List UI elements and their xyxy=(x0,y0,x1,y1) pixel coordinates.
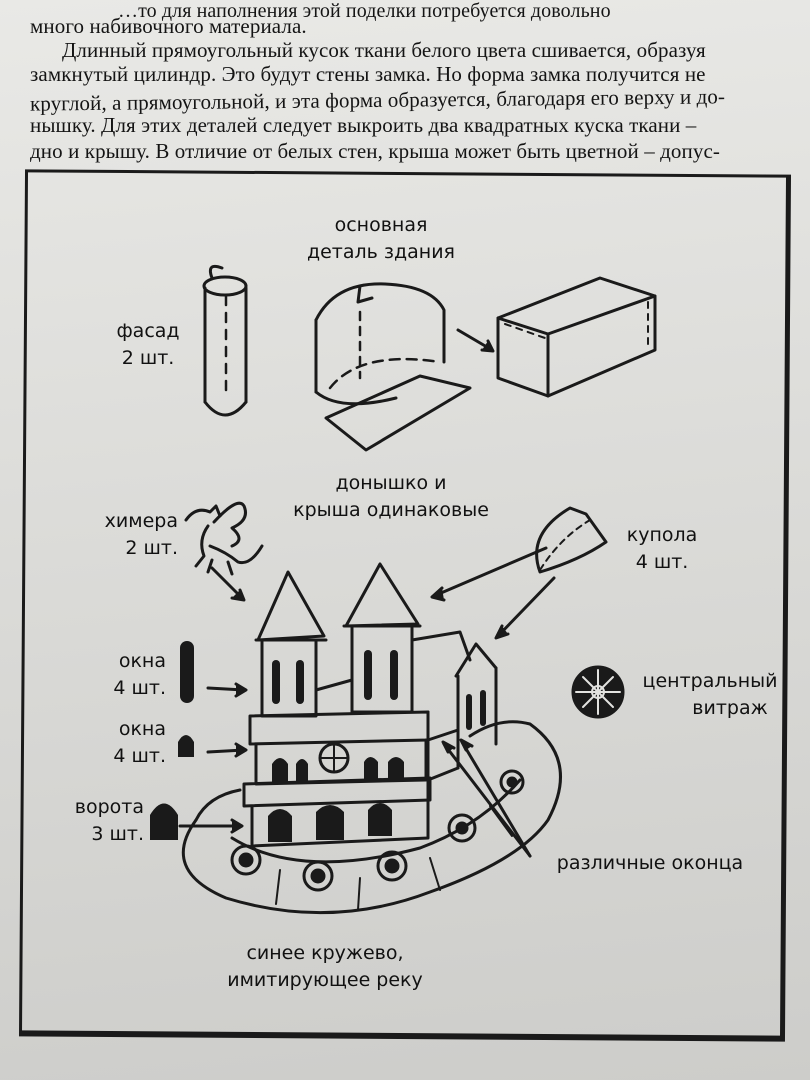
label-main-part-line1: основная xyxy=(334,214,428,236)
label-main-part-line2: деталь здания xyxy=(306,241,455,263)
lace-river-drawing xyxy=(181,720,562,915)
castle-drawing xyxy=(242,562,498,848)
label-chimera: химера 2 шт. xyxy=(70,508,178,562)
label-windows-1: окна 4 шт. xyxy=(92,648,166,702)
label-chimera-line1: химера xyxy=(104,510,178,532)
label-domes-line1: купола xyxy=(626,524,698,546)
short-window-shape xyxy=(178,735,194,757)
block-drawing xyxy=(496,276,657,398)
label-bottom-roof-line1: донышко и xyxy=(335,472,447,494)
label-windows-1-line1: окна xyxy=(118,650,166,672)
label-lace-line1: синее кружево, xyxy=(246,942,404,964)
label-lace-line2: имитирующее реку xyxy=(227,969,423,991)
label-main-part: основная деталь здания xyxy=(306,212,456,266)
label-windows-2: окна 4 шт. xyxy=(92,716,166,770)
label-gates-line1: ворота xyxy=(74,796,144,818)
central-rose-window-drawing xyxy=(571,665,625,719)
label-gates: ворота 3 шт. xyxy=(52,794,144,848)
label-gates-line2: 3 шт. xyxy=(91,823,144,845)
label-domes: купола 4 шт. xyxy=(612,522,712,576)
label-windows-2-line2: 4 шт. xyxy=(113,745,166,767)
label-facade: фасад 2 шт. xyxy=(98,318,198,372)
tall-window-shape xyxy=(180,641,194,703)
label-bottom-roof-line2: крыша одинаковые xyxy=(293,499,489,521)
gate-shape xyxy=(150,803,178,840)
chimera-drawing xyxy=(184,501,264,576)
label-central-window-line2: витраж xyxy=(692,697,768,719)
text-line-3: замкнутый цилиндр. Это будут стены замка… xyxy=(30,62,706,86)
text-line-partial: …то для наполнения этой поделки потребуе… xyxy=(118,0,611,22)
label-windows-1-line2: 4 шт. xyxy=(113,677,166,699)
main-part-drawing xyxy=(314,282,472,452)
label-bottom-roof: донышко и крыша одинаковые xyxy=(276,470,506,524)
text-line-1: много набивочного материала. xyxy=(30,14,307,38)
label-facade-line2: 2 шт. xyxy=(121,347,175,369)
label-central-window: центральный витраж xyxy=(630,668,790,722)
label-domes-line2: 4 шт. xyxy=(635,551,689,573)
label-various-windows: различные оконца xyxy=(556,852,744,874)
label-windows-2-line1: окна xyxy=(118,718,166,740)
text-line-6: дно и крышу. В отличие от белых стен, кр… xyxy=(30,139,720,163)
label-lace: синее кружево, имитирующее реку xyxy=(200,940,450,994)
label-chimera-line2: 2 шт. xyxy=(125,537,178,559)
text-line-5: нышку. Для этих деталей следует выкроить… xyxy=(30,113,697,137)
label-central-window-line1: центральный xyxy=(642,670,778,692)
label-facade-line1: фасад xyxy=(116,320,180,342)
dome-piece-drawing xyxy=(535,506,608,574)
facade-cylinder-drawing xyxy=(202,264,248,417)
text-line-2: Длинный прямоугольный кусок ткани белого… xyxy=(62,38,706,62)
